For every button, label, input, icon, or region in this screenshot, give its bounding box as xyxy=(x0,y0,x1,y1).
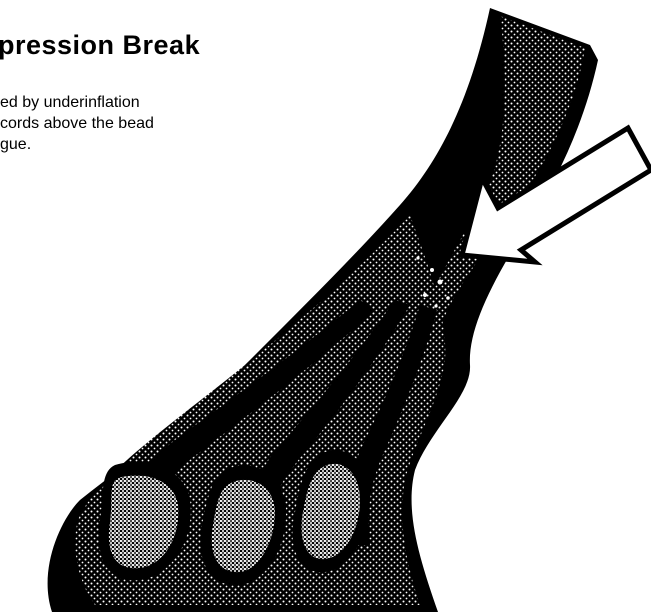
tire-bead-cross-section-illustration xyxy=(0,0,651,613)
